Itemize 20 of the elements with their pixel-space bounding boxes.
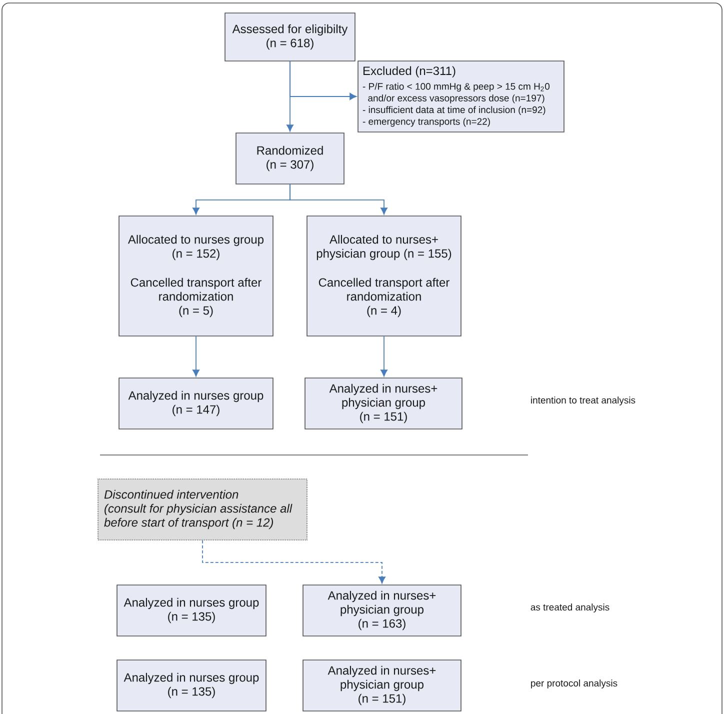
exclusion-box: Excluded (n=311) - P/F ratio < 100 mmHg & peep > 15 cm H$_{2}$0 and/or excess vasopressors dose (n=197) - insufficient data at time of inclusion (n=92) - emergency transports (n=22): [358, 60, 564, 132]
analysis-label: as treated analysis: [530, 604, 610, 612]
process-box: Analyzed in nurses+ physician group (n = 151): [302, 660, 462, 712]
analysis-label: per protocol analysis: [531, 680, 618, 688]
process-box: Analyzed in nurses group (n = 147): [118, 378, 274, 430]
arrow: [290, 60, 357, 100]
process-box: Randomized (n = 307): [236, 132, 344, 184]
process-box: Analyzed in nurses group (n = 135): [116, 660, 266, 712]
analysis-label: intention to treat analysis: [531, 396, 636, 406]
arrow: [290, 184, 388, 215]
process-box: Analyzed in nurses group (n = 135): [116, 584, 266, 636]
arrow: [202, 540, 386, 584]
arrow: [380, 336, 388, 377]
process-box: Analyzed in nurses+ physician group (n = 151): [304, 378, 462, 430]
process-box: Analyzed in nurses+ physician group (n = 163): [302, 584, 462, 636]
arrow: [192, 336, 200, 377]
process-box: Assessed for eligibilty (n = 618): [224, 12, 356, 62]
process-box: Allocated to nurses+ physician group (n = 155) Cancelled transport after randomization (n = 4): [306, 216, 462, 336]
process-box: Allocated to nurses group (n = 152) Cancelled transport after randomization (n = 5): [118, 216, 274, 336]
note-box: Discontinued intervention (consult for physician assistance all before start of transport (n = 12): [98, 478, 308, 540]
